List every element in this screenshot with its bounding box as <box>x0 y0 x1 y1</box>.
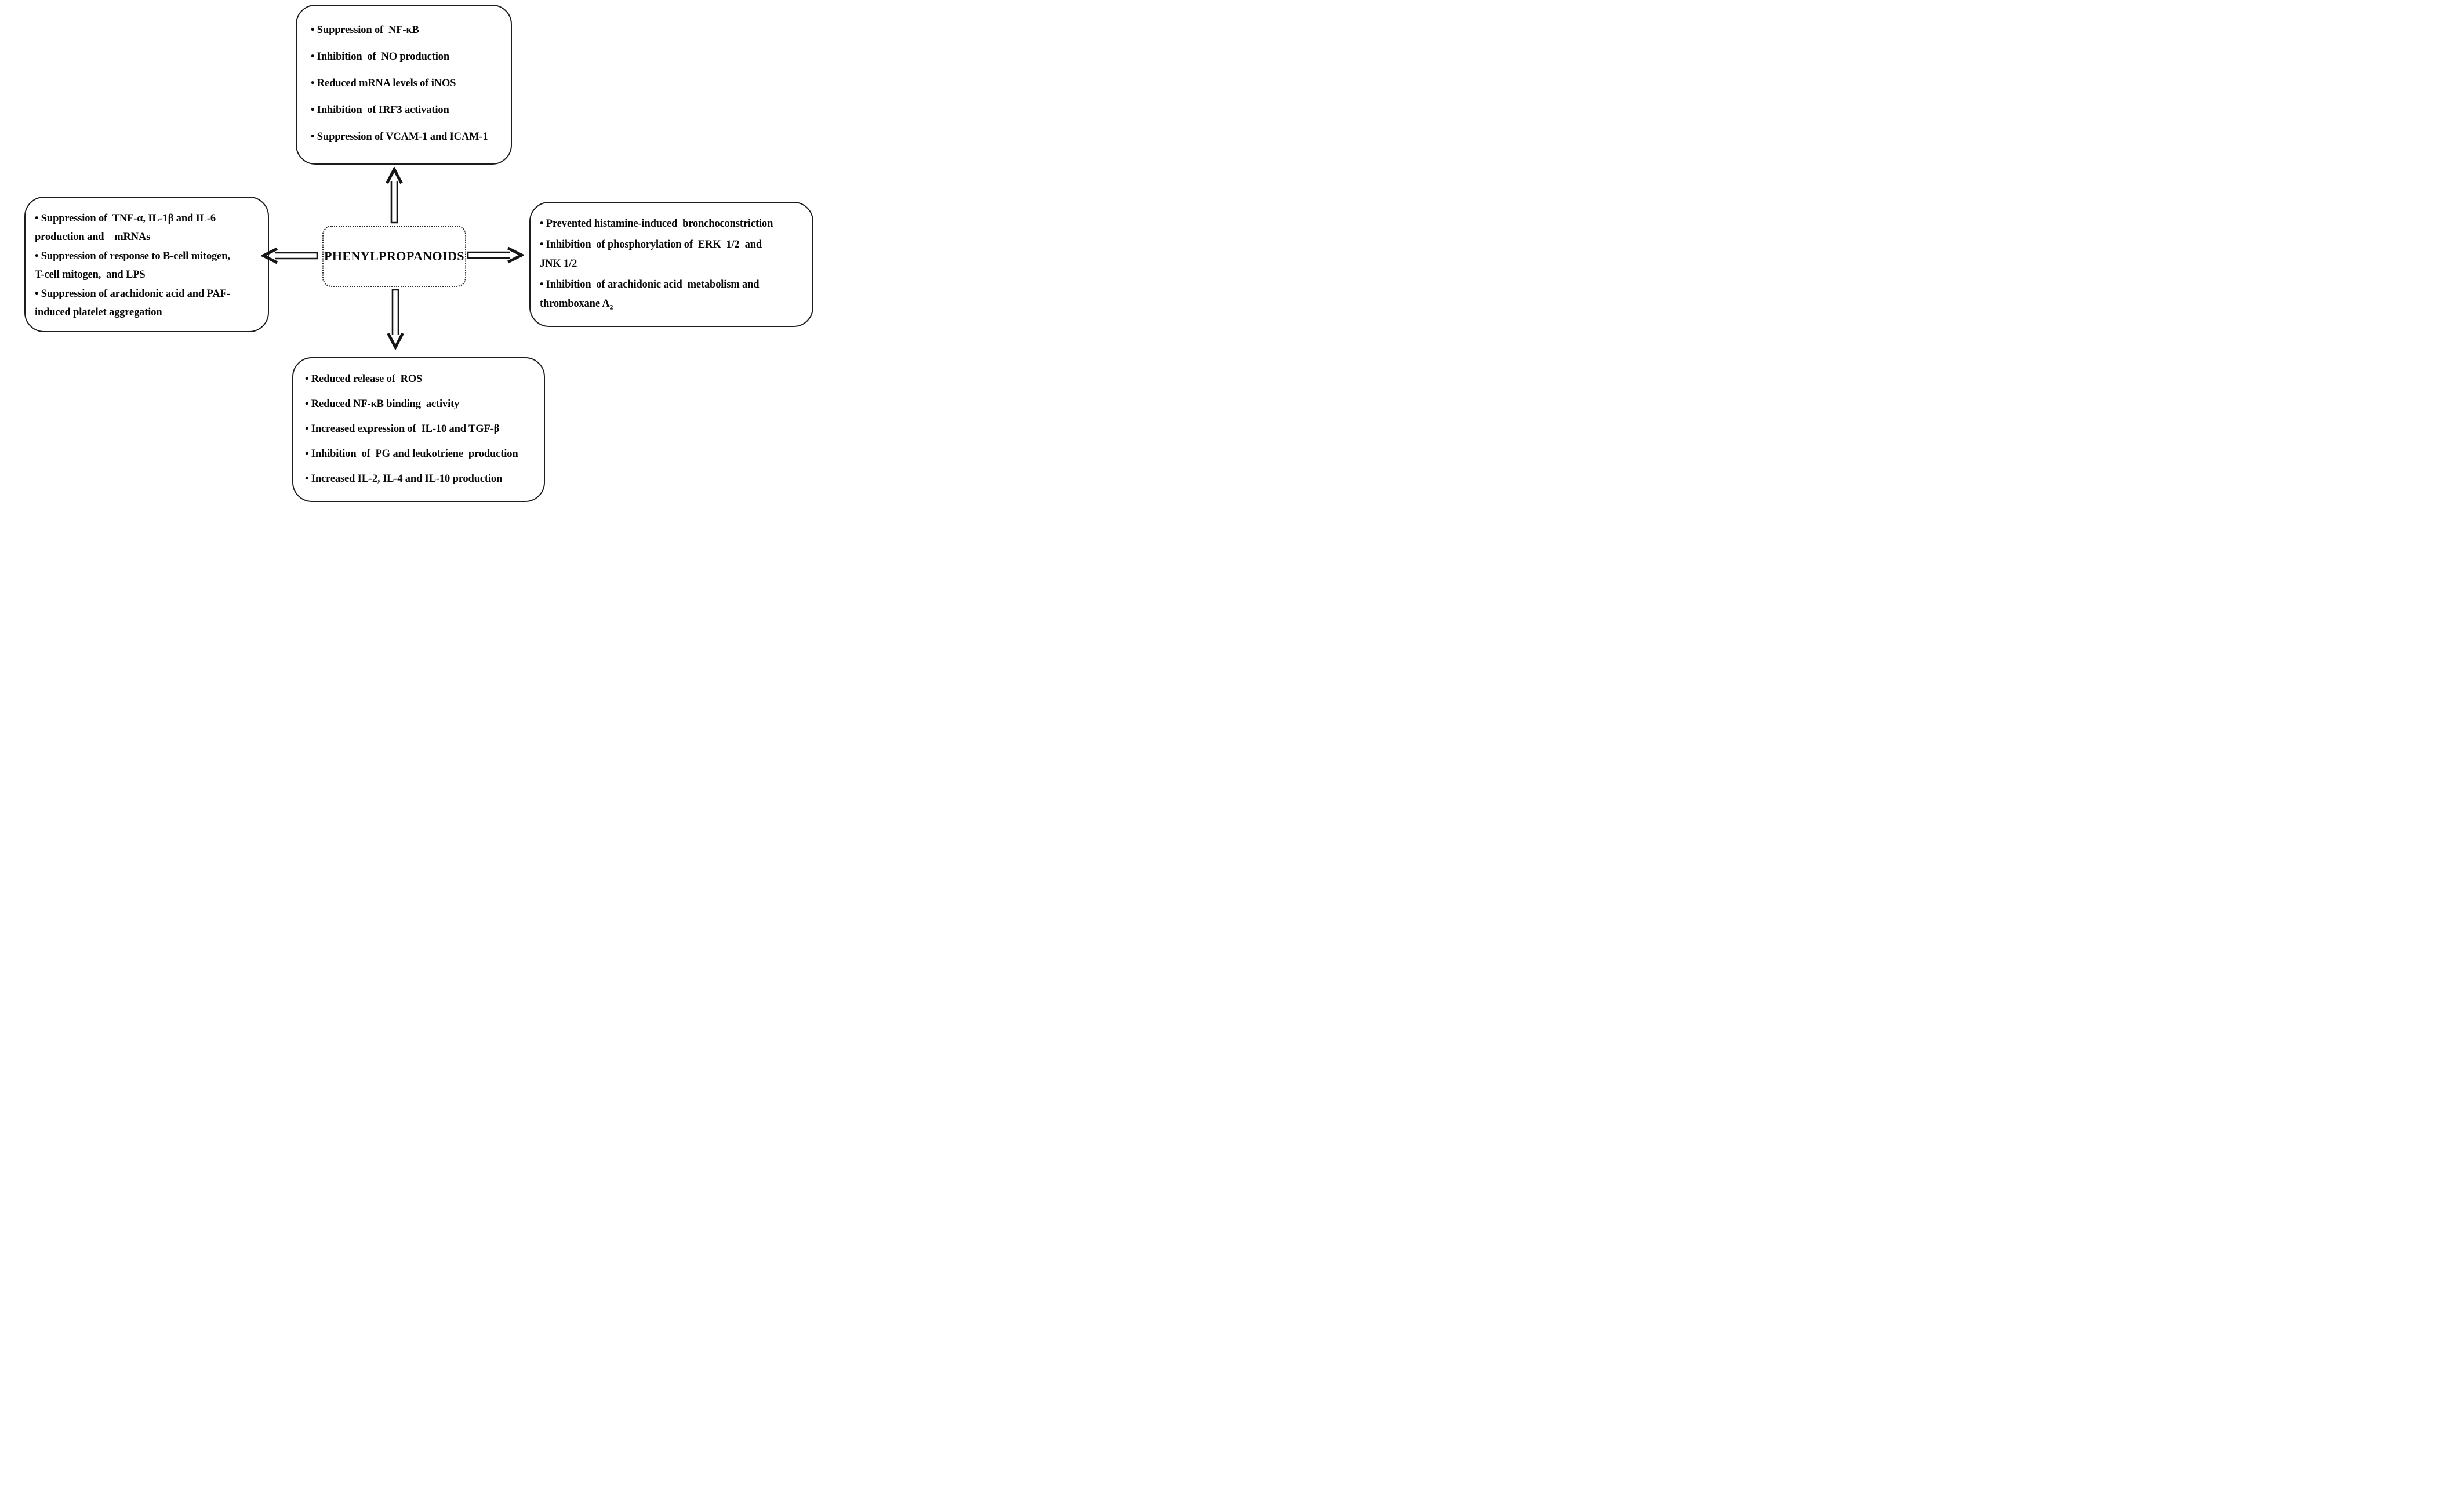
bullet-item: • Increased IL-2, IL-4 and IL-10 product… <box>305 472 503 485</box>
bullet-item-text: • Prevented histamine-induced bronchocon… <box>540 218 773 230</box>
effects-box-right: • Prevented histamine-induced bronchocon… <box>529 202 813 327</box>
bullet-item: • Reduced mRNA levels of iNOS <box>311 77 456 89</box>
bullet-item: • Suppression of VCAM-1 and ICAM-1 <box>311 130 488 143</box>
bullet-item: • Inhibition of IRF3 activation <box>311 104 449 116</box>
bullet-item: • Reduced release of ROS <box>305 373 423 385</box>
bullet-item: • Suppression of arachidonic acid and PA… <box>35 288 230 318</box>
effects-box-bottom: • Reduced release of ROS • Reduced NF-κB… <box>292 357 545 502</box>
bullet-item-text: • Inhibition of phosphorylation of ERK 1… <box>540 239 762 270</box>
bullet-item: • Increased expression of IL-10 and TGF-… <box>305 423 500 435</box>
center-node-phenylpropanoids: PHENYLPROPANOIDS <box>322 226 466 287</box>
arrow-left-icon <box>261 247 318 264</box>
bullet-item: • Suppression of TNF-α, IL-1β and IL-6 p… <box>35 213 216 243</box>
arrow-down-icon <box>387 289 404 350</box>
bullet-item: • Inhibition of arachidonic acid metabol… <box>540 275 806 313</box>
diagram-page: • Suppression of NF-κB • Inhibition of N… <box>0 0 816 504</box>
arrow-right-icon <box>467 246 524 264</box>
bullet-item-text: • Inhibition of arachidonic acid metabol… <box>540 279 760 310</box>
bullet-item: • Prevented histamine-induced bronchocon… <box>540 215 806 233</box>
bullet-item: • Inhibition of PG and leukotriene produ… <box>305 448 518 460</box>
effects-box-top: • Suppression of NF-κB • Inhibition of N… <box>296 5 512 165</box>
arrow-up-icon <box>386 167 403 224</box>
bullet-item: • Suppression of NF-κB <box>311 24 419 36</box>
subscript: 2 <box>609 303 613 311</box>
bullet-item: • Inhibition of phosphorylation of ERK 1… <box>540 235 806 273</box>
bullet-item: • Reduced NF-κB binding activity <box>305 398 460 410</box>
effects-box-left: • Suppression of TNF-α, IL-1β and IL-6 p… <box>24 197 269 332</box>
bullet-item: • Inhibition of NO production <box>311 50 449 63</box>
center-node-label: PHENYLPROPANOIDS <box>324 249 464 263</box>
bullet-item: • Suppression of response to B-cell mito… <box>35 250 230 281</box>
